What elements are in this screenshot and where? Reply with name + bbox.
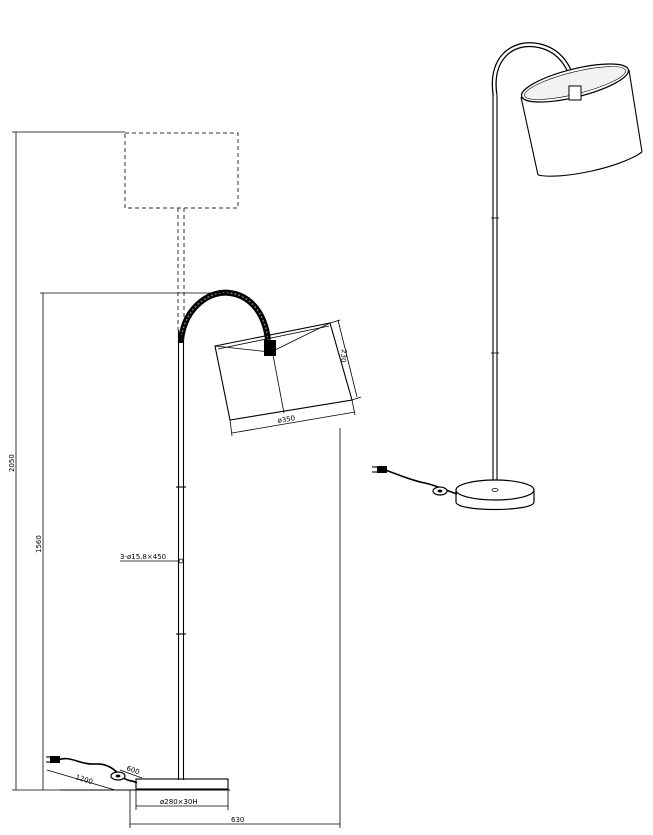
plug-icon	[46, 756, 60, 763]
perspective-view	[372, 42, 643, 511]
switch-distance-label: 600	[125, 764, 140, 776]
shade-height-label: 230	[339, 349, 348, 363]
perspective-base	[455, 479, 535, 511]
pole-spec-label: 3-ø15.8×450	[120, 553, 166, 561]
perspective-plug-icon	[372, 466, 387, 473]
perspective-switch-icon	[432, 486, 448, 496]
base	[135, 778, 229, 790]
overall-width-label: 630	[231, 816, 244, 824]
total-height-label: 2050	[8, 454, 16, 472]
foot-switch-icon	[110, 771, 126, 781]
arm-height-label: 1560	[35, 535, 43, 553]
technical-view: 230 ø350 1200 600 2050 1560	[8, 131, 362, 828]
perspective-shade	[520, 63, 643, 177]
curved-arm	[178, 289, 271, 343]
tilted-shade	[214, 322, 353, 421]
pole	[176, 330, 186, 780]
shade-diameter-label: ø350	[277, 414, 296, 425]
cable-length-label: 1200	[74, 773, 93, 786]
dashed-shade-outline	[124, 132, 239, 209]
cable	[57, 757, 138, 784]
base-spec-label: ø280×30H	[160, 798, 198, 806]
